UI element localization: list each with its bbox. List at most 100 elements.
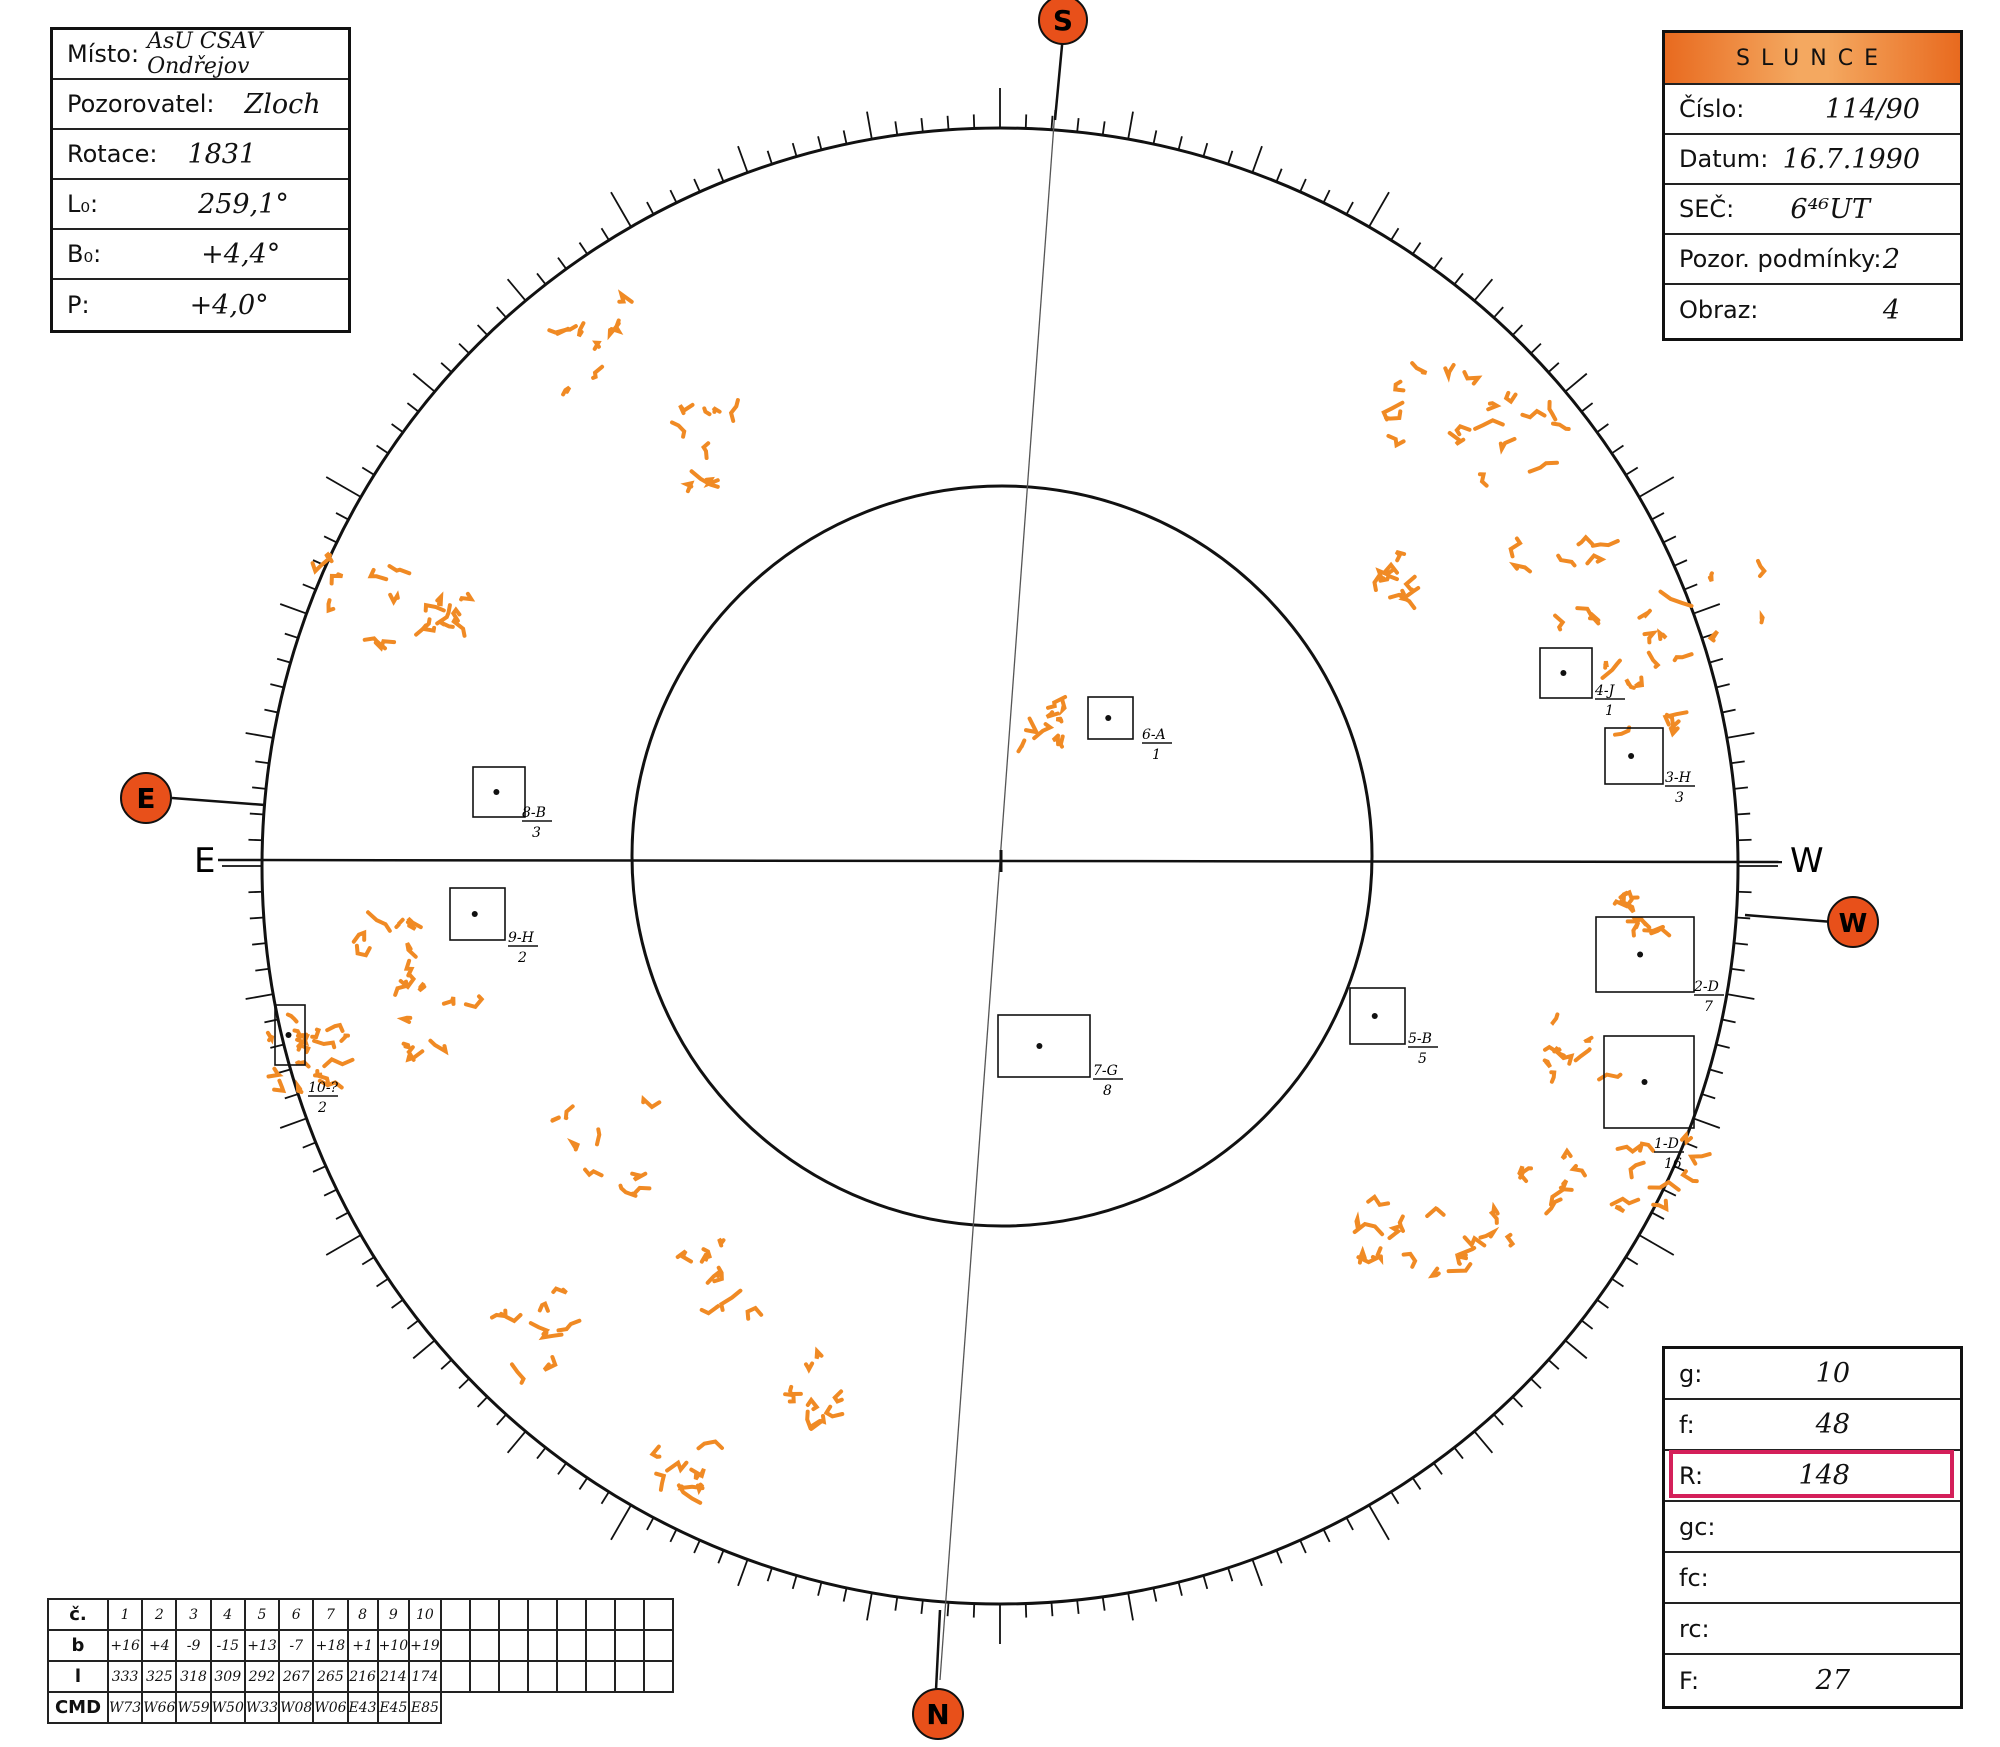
sec-row: SEČ: 6⁴⁶UT xyxy=(1665,185,1960,235)
spot-dot xyxy=(1036,1043,1043,1049)
tick-mark xyxy=(1580,402,1594,413)
tick-mark xyxy=(737,145,749,173)
tick-mark xyxy=(1530,1378,1542,1390)
group-frame xyxy=(274,1004,306,1066)
misto-label: Místo: xyxy=(67,40,140,68)
facula-stroke xyxy=(576,321,586,338)
facula-stroke xyxy=(809,1414,827,1431)
tick-mark xyxy=(1530,342,1542,354)
facula-stroke xyxy=(696,1439,724,1451)
facula-stroke xyxy=(1615,1143,1643,1155)
facula-stroke xyxy=(1687,1152,1712,1166)
facula-stroke xyxy=(1612,897,1634,909)
tick-mark xyxy=(717,1549,725,1564)
table-empty-cell xyxy=(497,1629,529,1662)
group-id-label: 8-B xyxy=(522,805,546,821)
tick-mark xyxy=(1662,535,1677,544)
tick-mark xyxy=(1736,812,1751,816)
facula-stroke xyxy=(451,617,467,638)
tick-mark xyxy=(1493,1413,1504,1426)
facula-stroke xyxy=(1032,722,1055,741)
facula-stroke xyxy=(499,1311,523,1324)
table-cell: 9 xyxy=(376,1598,411,1631)
facula-stroke xyxy=(832,1389,844,1404)
facula-stroke xyxy=(294,1060,311,1069)
facula-stroke xyxy=(339,1033,350,1043)
spot-dot xyxy=(493,789,500,795)
facula-stroke xyxy=(1624,678,1636,690)
tick-mark xyxy=(1322,1528,1331,1543)
facula-stroke xyxy=(823,1404,845,1419)
tick-mark xyxy=(1368,191,1390,228)
tick-mark xyxy=(557,257,567,270)
tick-mark xyxy=(391,1299,404,1309)
tick-mark xyxy=(1177,136,1183,151)
tick-mark xyxy=(693,1539,701,1554)
facula-stroke xyxy=(1372,574,1386,592)
spot-dot xyxy=(1628,753,1635,759)
facula-stroke xyxy=(329,572,344,586)
facula-stroke xyxy=(1550,1012,1560,1026)
table-empty-cell xyxy=(526,1629,558,1662)
tick-mark xyxy=(1473,278,1494,302)
group-id-label: 5-B xyxy=(1408,1031,1432,1047)
r-row: R: 148 xyxy=(1665,1451,1960,1502)
group-count-label: 16 xyxy=(1664,1156,1682,1172)
facula-stroke xyxy=(595,1127,602,1147)
group-id-label: 1-D xyxy=(1654,1136,1679,1152)
spot-dot xyxy=(1371,1013,1378,1019)
facula-stroke xyxy=(1454,424,1472,437)
tick-mark xyxy=(1076,118,1080,133)
facula-stroke xyxy=(1508,536,1523,559)
facula-stroke xyxy=(1486,401,1502,412)
facula-stroke xyxy=(728,398,740,423)
facula-stroke xyxy=(1046,695,1068,710)
tick-mark xyxy=(264,708,279,714)
tick-mark xyxy=(578,242,589,255)
tick-mark xyxy=(440,1359,453,1370)
pozor-row: Pozor. podmínky: 2 xyxy=(1665,235,1960,285)
tick-mark xyxy=(323,1188,338,1197)
heliographic-tick-ring xyxy=(222,88,1778,1644)
tick-mark xyxy=(264,1018,279,1024)
tick-mark xyxy=(866,111,873,140)
table-empty-cell xyxy=(642,1598,674,1631)
facula-stroke xyxy=(649,1444,662,1459)
tick-mark xyxy=(791,1575,798,1590)
cislo-value: 114/90 xyxy=(1825,93,1920,125)
facula-stroke xyxy=(677,1484,705,1491)
tick-mark xyxy=(1433,1462,1443,1475)
misto-value: AsÚ ČSAV Ondřejov xyxy=(147,29,263,79)
facula-stroke xyxy=(1491,1201,1500,1216)
tick-mark xyxy=(669,189,678,204)
f-label: f: xyxy=(1679,1410,1695,1439)
facula-stroke xyxy=(1352,1221,1385,1237)
tick-mark xyxy=(458,342,470,354)
tick-mark xyxy=(1709,657,1724,664)
table-empty-cell xyxy=(613,1660,645,1693)
facula-stroke xyxy=(1576,534,1595,547)
table-cell: 309 xyxy=(209,1660,246,1693)
facula-stroke xyxy=(693,1471,701,1481)
tick-mark xyxy=(1299,1539,1307,1554)
group-id-label: 3-H xyxy=(1665,770,1692,786)
tick-mark xyxy=(1345,1517,1354,1531)
facula-stroke xyxy=(538,1330,564,1341)
tick-mark xyxy=(1721,708,1736,714)
table-empty-cell xyxy=(526,1660,558,1693)
tick-mark xyxy=(1580,1319,1594,1330)
facula-stroke xyxy=(1388,592,1417,610)
tick-mark xyxy=(1299,178,1307,193)
tick-mark xyxy=(669,1528,678,1543)
facula-stroke xyxy=(1051,733,1061,747)
tick-mark xyxy=(1730,760,1745,765)
table-cell: W73 xyxy=(106,1691,144,1724)
tick-mark xyxy=(610,191,632,228)
table-row-header: b xyxy=(47,1629,109,1662)
table-cell: 216 xyxy=(346,1660,379,1693)
pozorovatel-value: Zloch xyxy=(244,88,321,120)
tick-mark xyxy=(249,812,264,816)
group-id-label: 7-G xyxy=(1093,1063,1118,1079)
group-frame xyxy=(1595,916,1695,993)
svg-text:W: W xyxy=(1839,909,1868,939)
